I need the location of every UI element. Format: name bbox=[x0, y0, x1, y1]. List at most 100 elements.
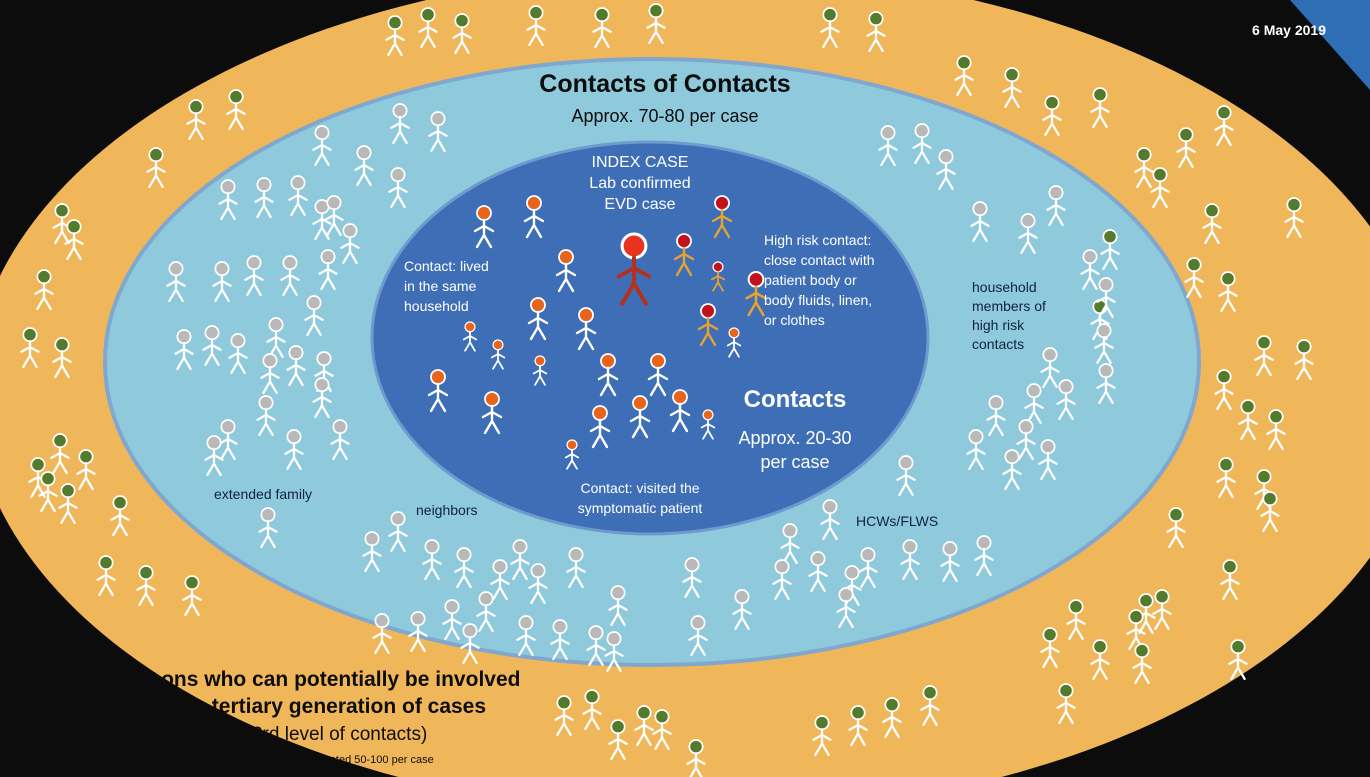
high-risk-line-3: patient body or bbox=[764, 272, 857, 288]
tertiary-figure-icon bbox=[1100, 229, 1120, 271]
contact-of-contact-figure-icon bbox=[442, 599, 462, 641]
contact-of-contact-figure-icon bbox=[318, 249, 338, 291]
tertiary-figure-icon bbox=[820, 7, 840, 49]
household-members-label: household members of high risk contacts bbox=[972, 278, 1046, 354]
tertiary-figure-icon bbox=[1214, 105, 1234, 147]
contact-of-contact-figure-icon bbox=[286, 345, 306, 387]
household-members-line-4: contacts bbox=[972, 336, 1025, 352]
contact-of-contact-figure-icon bbox=[510, 539, 530, 581]
figure-layer bbox=[20, 3, 1314, 777]
tertiary-figure-icon bbox=[52, 337, 72, 379]
tertiary-figure-icon bbox=[1294, 339, 1314, 381]
contact-of-contact-figure-icon bbox=[266, 317, 286, 359]
high-risk-contact-figure-icon bbox=[697, 303, 719, 347]
tertiary-figure-icon bbox=[1134, 147, 1154, 189]
inner-ring bbox=[370, 140, 930, 536]
tertiary-figure-icon bbox=[1090, 87, 1110, 129]
contact-of-contact-figure-icon bbox=[682, 557, 702, 599]
contact-of-contact-figure-icon bbox=[218, 419, 238, 461]
tertiary-figure-icon bbox=[110, 495, 130, 537]
contact-of-contact-figure-icon bbox=[340, 223, 360, 265]
tertiary-figure-icon bbox=[1132, 643, 1152, 685]
contact-figure-icon bbox=[473, 205, 495, 249]
index-case-line-2: Lab confirmed bbox=[589, 175, 691, 192]
middle-ring-subtitle: Approx. 70-80 per case bbox=[571, 106, 759, 126]
tertiary-figure-icon bbox=[882, 697, 902, 739]
contact-of-contact-figure-icon bbox=[780, 523, 800, 565]
contact-of-contact-figure-icon bbox=[312, 377, 332, 419]
tertiary-figure-icon bbox=[1260, 491, 1280, 533]
contact-figure-icon bbox=[532, 355, 548, 386]
contact-of-contact-figure-icon bbox=[388, 511, 408, 553]
contact-of-contact-figure-icon bbox=[428, 111, 448, 153]
contact-of-contact-figure-icon bbox=[212, 261, 232, 303]
index-case-line-3: EVD case bbox=[604, 196, 676, 213]
tertiary-figure-icon bbox=[1214, 369, 1234, 411]
tertiary-figure-icon bbox=[58, 483, 78, 525]
contact-of-contact-figure-icon bbox=[1024, 383, 1044, 425]
tertiary-figure-icon bbox=[1218, 271, 1238, 313]
neighbors-label: neighbors bbox=[416, 502, 478, 518]
lived-household-line-2: in the same bbox=[404, 278, 477, 294]
contact-of-contact-figure-icon bbox=[878, 125, 898, 167]
contact-of-contact-figure-icon bbox=[820, 499, 840, 541]
tertiary-figure-icon bbox=[1228, 639, 1248, 681]
tertiary-figure-icon bbox=[1184, 257, 1204, 299]
contact-of-contact-figure-icon bbox=[284, 429, 304, 471]
tertiary-figure-icon bbox=[146, 147, 166, 189]
tertiary-figure-icon bbox=[866, 11, 886, 53]
contact-of-contact-figure-icon bbox=[312, 125, 332, 167]
tertiary-figure-icon bbox=[418, 7, 438, 49]
outer-ring-title: Persons who can potentially be involved … bbox=[58, 666, 578, 720]
high-risk-line-2: close contact with bbox=[764, 252, 875, 268]
contact-of-contact-figure-icon bbox=[566, 547, 586, 589]
contact-of-contact-figure-icon bbox=[218, 179, 238, 221]
contact-of-contact-figure-icon bbox=[1018, 213, 1038, 255]
contact-figure-icon bbox=[575, 307, 597, 351]
contact-of-contact-figure-icon bbox=[354, 145, 374, 187]
contact-of-contact-figure-icon bbox=[940, 541, 960, 583]
high-risk-contact-figure-icon bbox=[745, 271, 767, 317]
tertiary-figure-icon bbox=[76, 449, 96, 491]
household-members-line-1: household bbox=[972, 279, 1037, 295]
contact-figure-icon bbox=[726, 327, 742, 358]
contact-of-contact-figure-icon bbox=[516, 615, 536, 657]
contact-of-contact-figure-icon bbox=[204, 435, 224, 477]
contact-of-contact-figure-icon bbox=[970, 201, 990, 243]
tertiary-figure-icon bbox=[1238, 399, 1258, 441]
tertiary-figure-icon bbox=[1202, 203, 1222, 245]
contact-of-contact-figure-icon bbox=[476, 591, 496, 633]
contact-of-contact-figure-icon bbox=[174, 329, 194, 371]
contact-figure-icon bbox=[564, 439, 580, 470]
tertiary-figure-icon bbox=[526, 5, 546, 47]
tertiary-figure-icon bbox=[34, 269, 54, 311]
index-case-label: INDEX CASE Lab confirmed EVD case bbox=[560, 152, 720, 215]
index-case-figure-icon bbox=[616, 232, 652, 306]
contact-of-contact-figure-icon bbox=[608, 585, 628, 627]
contacts-count-line-1: Approx. 20-30 bbox=[738, 428, 852, 448]
lived-household-line-1: Contact: lived bbox=[404, 258, 489, 274]
tertiary-figure-icon bbox=[954, 55, 974, 97]
contact-of-contact-figure-icon bbox=[372, 613, 392, 655]
tertiary-figure-icon bbox=[1176, 127, 1196, 169]
tertiary-figure-icon bbox=[1090, 639, 1110, 681]
contact-of-contact-figure-icon bbox=[202, 325, 222, 367]
contact-figure-icon bbox=[555, 249, 577, 293]
contact-of-contact-figure-icon bbox=[490, 559, 510, 601]
contact-of-contact-figure-icon bbox=[228, 333, 248, 375]
contact-of-contact-figure-icon bbox=[1080, 249, 1100, 291]
tertiary-figure-icon bbox=[182, 575, 202, 617]
high-risk-contact-figure-icon bbox=[710, 261, 726, 292]
contact-of-contact-figure-icon bbox=[362, 531, 382, 573]
contact-of-contact-figure-icon bbox=[454, 547, 474, 589]
visited-line-2: symptomatic patient bbox=[577, 500, 703, 516]
tertiary-figure-icon bbox=[1066, 599, 1086, 641]
contact-of-contact-figure-icon bbox=[936, 149, 956, 191]
tertiary-figure-icon bbox=[1220, 559, 1240, 601]
tertiary-figure-icon bbox=[226, 89, 246, 131]
tertiary-figure-icon bbox=[20, 327, 40, 369]
contact-of-contact-figure-icon bbox=[732, 589, 752, 631]
extended-family-label: extended family bbox=[214, 486, 313, 502]
contact-of-contact-figure-icon bbox=[604, 631, 624, 673]
